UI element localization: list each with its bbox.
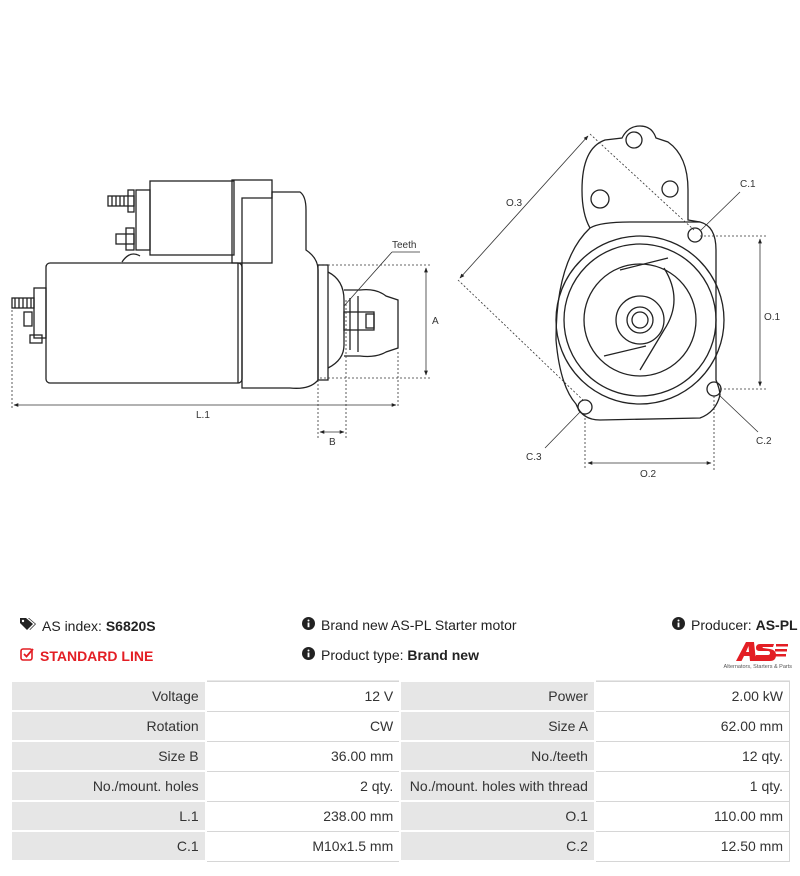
spec-label: Power (399, 680, 596, 712)
spec-label: C.2 (399, 830, 596, 862)
spec-value: 2.00 kW (594, 680, 790, 712)
spec-value: 110.00 mm (594, 800, 790, 832)
spec-value: 12.50 mm (594, 830, 790, 862)
logo-tagline: Alternators, Starters & Parts (723, 664, 792, 670)
product-type-label: Product type: (321, 647, 404, 663)
spec-label: Size B (10, 740, 207, 772)
product-description-text: Brand new AS-PL Starter motor (321, 617, 517, 633)
as-index-label: AS index: (42, 617, 102, 634)
technical-drawing: Teeth A B L.1 (11, 125, 781, 480)
table-row: Size B 36.00 mm No./teeth 12 qty. (10, 740, 790, 772)
spec-value: 12 qty. (594, 740, 790, 772)
producer-value: AS-PL (755, 617, 798, 633)
side-view-dimensions (11, 251, 430, 438)
spec-label: No./mount. holes (10, 770, 207, 802)
spec-label: C.1 (10, 830, 207, 862)
dimension-o2-label: O.2 (640, 469, 657, 480)
spec-value: CW (205, 710, 401, 742)
specifications-table: Voltage 12 V Power 2.00 kW Rotation CW S… (10, 680, 790, 862)
product-type-value: Brand new (407, 647, 479, 663)
spec-label: Size A (399, 710, 596, 742)
spec-label: O.1 (399, 800, 596, 832)
dimension-c1-label: C.1 (740, 179, 756, 190)
spec-value: 36.00 mm (205, 740, 401, 772)
info-circle-icon (302, 647, 315, 663)
spec-label: Voltage (10, 680, 207, 712)
spec-value: 62.00 mm (594, 710, 790, 742)
table-row: Rotation CW Size A 62.00 mm (10, 710, 790, 742)
front-view (555, 125, 725, 421)
info-circle-icon (302, 617, 315, 633)
front-view-dimensions (457, 133, 766, 470)
producer-label: Producer: (691, 617, 752, 633)
check-square-icon (20, 647, 34, 664)
dimension-o1-label: O.1 (764, 312, 781, 323)
as-index: AS index: S6820S (20, 617, 156, 634)
spec-value: 1 qty. (594, 770, 790, 802)
tags-icon (20, 617, 36, 634)
dimension-o3-label: O.3 (506, 198, 523, 209)
product-description: Brand new AS-PL Starter motor (302, 617, 517, 633)
as-pl-logo: Alternators, Starters & Parts (716, 640, 792, 674)
specifications-body: Voltage 12 V Power 2.00 kW Rotation CW S… (10, 680, 790, 862)
side-view (11, 179, 399, 389)
spec-value: 238.00 mm (205, 800, 401, 832)
spec-value: M10x1.5 mm (205, 830, 401, 862)
dimension-c3-label: C.3 (526, 452, 542, 463)
as-logo-mark (736, 642, 788, 661)
teeth-label: Teeth (392, 240, 416, 251)
spec-label: Rotation (10, 710, 207, 742)
producer: Producer: AS-PL (672, 617, 798, 633)
table-row: No./mount. holes 2 qty. No./mount. holes… (10, 770, 790, 802)
as-index-value: S6820S (105, 617, 156, 634)
spec-label: No./teeth (399, 740, 596, 772)
starter-motor-drawing: Teeth A B L.1 (11, 125, 781, 480)
spec-label: No./mount. holes with thread (399, 770, 596, 802)
dimension-b-label: B (329, 437, 336, 448)
spec-label: L.1 (10, 800, 207, 832)
dimension-c2-label: C.2 (756, 436, 772, 447)
product-type: Product type: Brand new (302, 647, 479, 663)
table-row: Voltage 12 V Power 2.00 kW (10, 680, 790, 712)
table-row: L.1 238.00 mm O.1 110.00 mm (10, 800, 790, 832)
standard-line-text: STANDARD LINE (40, 647, 154, 664)
dimension-l1-label: L.1 (196, 410, 210, 421)
standard-line-badge: STANDARD LINE (20, 647, 153, 664)
dimension-a-label: A (432, 316, 439, 327)
table-row: C.1 M10x1.5 mm C.2 12.50 mm (10, 830, 790, 862)
info-circle-icon (672, 617, 685, 633)
spec-value: 2 qty. (205, 770, 401, 802)
spec-value: 12 V (205, 680, 401, 712)
